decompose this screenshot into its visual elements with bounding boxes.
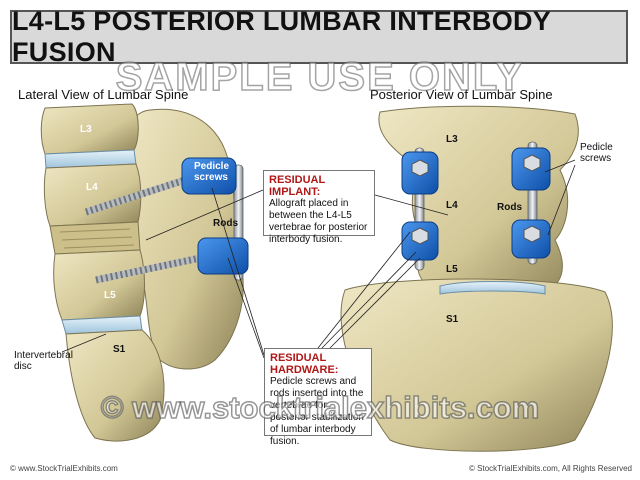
leader-lines: [61, 159, 576, 359]
posterior-s1-label: S1: [446, 314, 459, 325]
residual-implant-text: Allograft placed in between the L4-L5 ve…: [269, 198, 368, 245]
lateral-screw-upper: [84, 176, 187, 216]
sample-watermark: SAMPLE USE ONLY: [115, 54, 525, 100]
l5-body: [53, 249, 145, 321]
lateral-screw-lower: [95, 254, 201, 284]
residual-hardware-callout: RESIDUAL HARDWARE: Pedicle screws and ro…: [264, 348, 372, 447]
posterior-l3-label: L3: [446, 134, 458, 145]
residual-implant-heading: RESIDUAL IMPLANT:: [269, 174, 326, 198]
l4-body: [43, 163, 142, 227]
residual-hardware-text: Pedicle screws and rods inserted into th…: [270, 376, 364, 447]
url-watermark: © www.stocktrialexhibits.com: [100, 389, 540, 426]
posterior-rods-label: Rods: [497, 202, 522, 213]
residual-hardware-heading: RESIDUAL HARDWARE:: [270, 352, 339, 376]
allograft-implant: [49, 221, 141, 255]
s1-body: [65, 329, 165, 442]
lateral-cap-lower: [197, 237, 249, 275]
posterior-spine: [340, 105, 613, 452]
posterior-pedicle-screws-label: Pedicle screws: [580, 142, 613, 164]
footer-right-copyright: © StockTrialExhibits.com, All Rights Res…: [469, 464, 632, 473]
lateral-view-label: Lateral View of Lumbar Spine: [18, 87, 189, 102]
posterior-l4-label: L4: [446, 200, 458, 211]
lateral-l5-label: L5: [104, 290, 116, 301]
posterior-disc-l5-s1: [439, 281, 546, 295]
lateral-spine: [40, 103, 249, 442]
lateral-rods-label: Rods: [213, 218, 238, 229]
footer-left-copyright: © www.StockTrialExhibits.com: [10, 464, 118, 473]
title-banner: L4-L5 POSTERIOR LUMBAR INTERBODY FUSION: [10, 6, 628, 67]
posterior-vertebrae: [378, 105, 579, 293]
residual-implant-callout: RESIDUAL IMPLANT: Allograft placed in be…: [263, 170, 375, 245]
intervertebral-disc-label: Intervertebral disc: [14, 350, 73, 372]
lateral-s1-label: S1: [113, 344, 126, 355]
lateral-cap-upper: [181, 157, 237, 195]
posterior-view-label: Posterior View of Lumbar Spine: [370, 87, 553, 102]
lateral-l4-label: L4: [86, 182, 98, 193]
lateral-l3-label: L3: [80, 124, 92, 135]
lateral-pedicle-screws-label: Pedicle screws: [194, 161, 230, 183]
posterior-l5-label: L5: [446, 264, 458, 275]
page-title: L4-L5 POSTERIOR LUMBAR INTERBODY FUSION: [12, 6, 551, 67]
